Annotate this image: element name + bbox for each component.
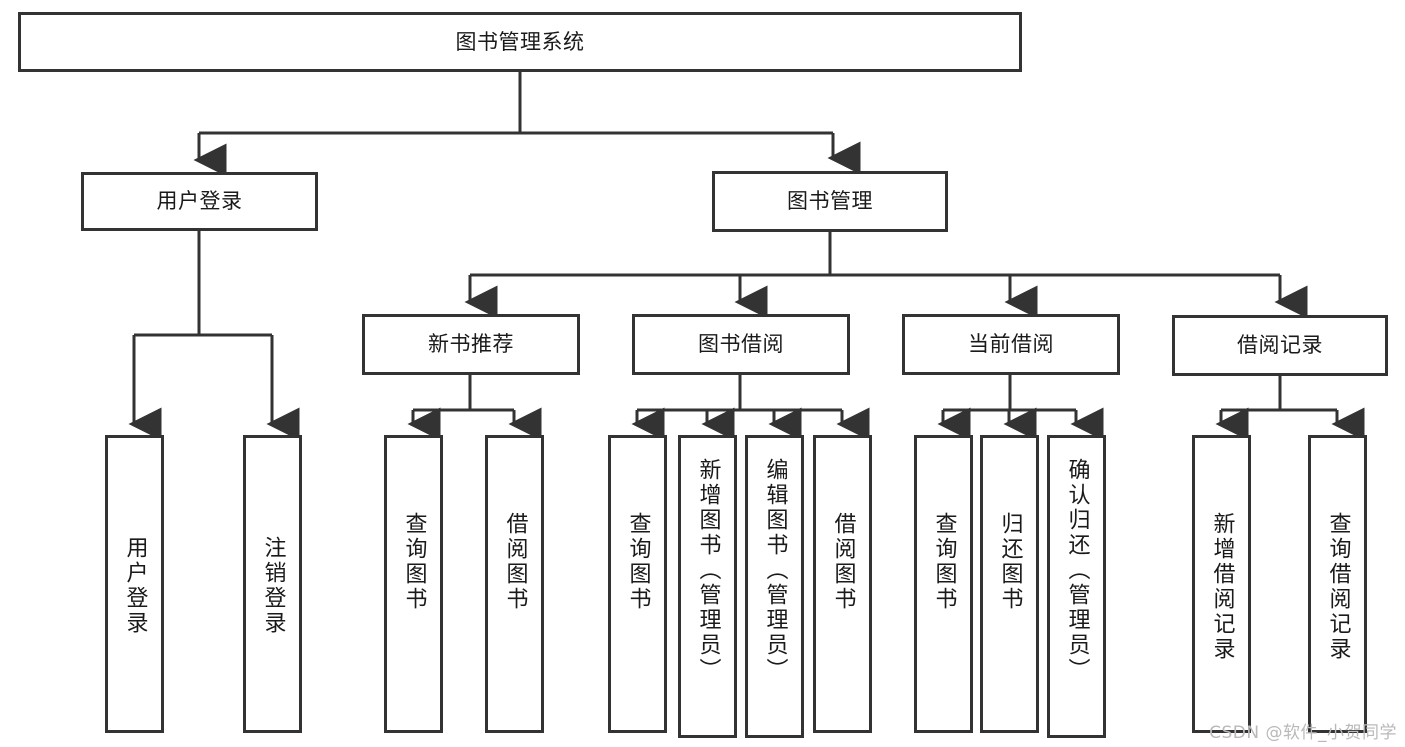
node-label: 查询图书 — [931, 512, 957, 612]
node-label: 新增图书（管理员） — [695, 458, 721, 683]
node-new-book-recommend[interactable]: 新书推荐 — [362, 314, 580, 375]
node-borrow-record[interactable]: 借阅记录 — [1172, 315, 1388, 376]
leaf-borrow-borrow-book[interactable]: 借阅图书 — [813, 435, 872, 733]
node-book-borrow[interactable]: 图书借阅 — [632, 314, 850, 375]
node-user-login[interactable]: 用户登录 — [81, 172, 318, 231]
node-label: 归还图书 — [997, 512, 1023, 612]
leaf-borrow-edit-book-admin[interactable]: 编辑图书（管理员） — [745, 435, 804, 738]
node-label: 借阅图书 — [502, 512, 528, 612]
node-current-borrow[interactable]: 当前借阅 — [902, 314, 1120, 375]
leaf-record-add-record[interactable]: 新增借阅记录 — [1192, 435, 1251, 733]
leaf-borrow-query-book[interactable]: 查询图书 — [608, 435, 667, 733]
node-label: 查询图书 — [401, 512, 427, 612]
csdn-watermark: CSDN @软件_小贺同学 — [1209, 723, 1397, 743]
leaf-user-login-login[interactable]: 用户登录 — [105, 435, 164, 733]
node-label: 编辑图书（管理员） — [762, 458, 788, 683]
node-label: 用户登录 — [156, 189, 243, 214]
leaf-borrow-add-book-admin[interactable]: 新增图书（管理员） — [678, 435, 737, 738]
node-label: 新增借阅记录 — [1209, 512, 1235, 662]
node-label: 查询图书 — [625, 512, 651, 612]
leaf-record-query-record[interactable]: 查询借阅记录 — [1308, 435, 1367, 733]
node-label: 借阅图书 — [830, 512, 856, 612]
node-label: 图书管理 — [787, 189, 873, 214]
leaf-user-login-logout[interactable]: 注销登录 — [243, 435, 302, 733]
node-label: 注销登录 — [260, 536, 286, 636]
leaf-recommend-query-book[interactable]: 查询图书 — [384, 435, 443, 733]
node-label: 图书借阅 — [698, 332, 784, 357]
leaf-current-query-book[interactable]: 查询图书 — [914, 435, 973, 733]
node-label: 图书管理系统 — [455, 29, 585, 54]
node-book-management[interactable]: 图书管理 — [712, 171, 948, 232]
node-label: 查询借阅记录 — [1325, 512, 1351, 662]
node-label: 当前借阅 — [968, 332, 1054, 357]
node-label: 新书推荐 — [428, 332, 514, 357]
leaf-recommend-borrow-book[interactable]: 借阅图书 — [485, 435, 544, 733]
node-label: 用户登录 — [122, 536, 148, 636]
node-root-system[interactable]: 图书管理系统 — [18, 12, 1022, 72]
node-label: 确认归还（管理员） — [1064, 458, 1090, 683]
leaf-current-confirm-return-admin[interactable]: 确认归还（管理员） — [1047, 435, 1106, 738]
node-label: 借阅记录 — [1237, 333, 1323, 358]
leaf-current-return-book[interactable]: 归还图书 — [980, 435, 1039, 733]
